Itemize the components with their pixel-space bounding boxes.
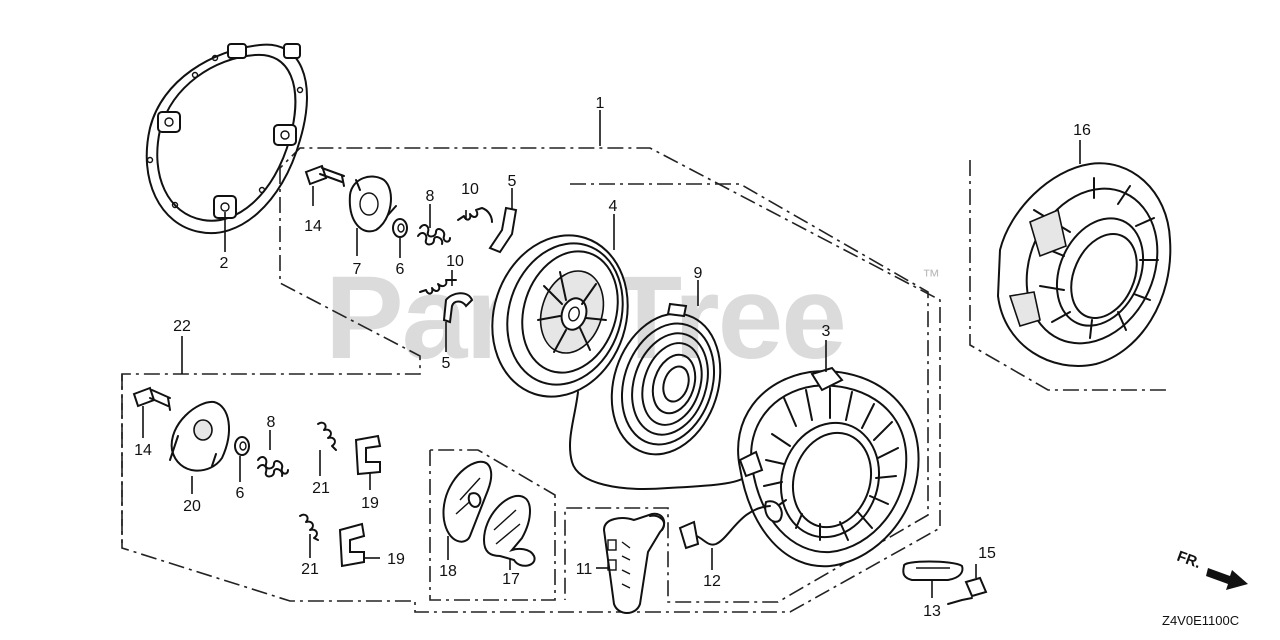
callout-20: 20	[183, 498, 201, 515]
callout-5-upper: 5	[508, 173, 517, 190]
part-6-washer-lower	[234, 436, 250, 456]
callout-3: 3	[822, 323, 831, 340]
part-3-starter-case	[737, 366, 920, 568]
callout-21-upper: 21	[312, 480, 330, 497]
front-direction-label: FR.	[1175, 548, 1204, 572]
callout-6-upper: 6	[396, 261, 405, 278]
callout-19-upper: 19	[361, 495, 379, 512]
part-10-spring-lower	[419, 279, 457, 295]
part-21-spring-upper	[317, 421, 337, 451]
part-6-washer-upper	[392, 218, 408, 238]
callout-19-lower: 19	[387, 551, 405, 568]
part-2-gasket-ring	[145, 43, 308, 235]
part-13-clip	[902, 560, 964, 581]
kit-18-17-outline	[429, 449, 556, 601]
callout-21-lower: 21	[301, 561, 319, 578]
callout-numbers: 1 2 3 4 5 5 6 6 7 8 8 9 10 10 11 12 13 1…	[134, 95, 1091, 620]
part-8-spring-lower	[257, 456, 289, 478]
part-9-spiral-spring	[610, 302, 722, 456]
callout-22: 22	[173, 318, 191, 335]
part-5-clip-lower	[442, 292, 474, 324]
part-7-ratchet-upper	[348, 175, 397, 233]
callout-10-lower: 10	[446, 253, 464, 270]
part-8-spring-upper	[417, 224, 451, 246]
callout-17: 17	[502, 571, 520, 588]
part-18-pawl	[442, 460, 493, 543]
callout-7: 7	[353, 261, 362, 278]
callout-9: 9	[694, 265, 703, 282]
part-14-bolt-upper	[304, 164, 345, 187]
callout-1: 1	[596, 95, 605, 112]
callout-8-upper: 8	[426, 188, 435, 205]
callout-14-lower: 14	[134, 442, 152, 459]
callout-15: 15	[978, 545, 996, 562]
callout-2: 2	[220, 255, 229, 272]
part-17-pawl	[482, 494, 536, 567]
part-21-spring-lower	[299, 513, 319, 541]
front-direction-indicator: FR.	[1175, 548, 1248, 590]
callout-12: 12	[703, 573, 721, 590]
part-14-bolt-lower	[132, 386, 171, 411]
watermark-trademark: ™	[922, 266, 940, 286]
inner-set-outline	[564, 183, 929, 603]
starter-rope	[568, 391, 747, 490]
assembly-1-outline	[121, 147, 941, 613]
part-15-flange-bolt	[947, 576, 988, 605]
front-arrow-icon	[1206, 568, 1248, 590]
part-19-clip-upper	[354, 434, 382, 476]
leader-lines	[142, 110, 1081, 598]
callout-13: 13	[923, 603, 941, 620]
callout-16: 16	[1073, 122, 1091, 139]
part-4-reel-pulley	[491, 234, 629, 398]
group-outlines	[121, 147, 1170, 613]
rope-to-handle	[689, 505, 771, 546]
part-16-outline	[969, 160, 1170, 391]
callout-11: 11	[576, 561, 593, 578]
callout-14-upper: 14	[304, 218, 322, 235]
callout-4: 4	[609, 198, 618, 215]
callout-8-lower: 8	[267, 414, 276, 431]
part-20-ratchet	[169, 400, 230, 472]
part-16-pulley-cover	[996, 162, 1172, 367]
callout-18: 18	[439, 563, 457, 580]
part-19-clip-lower	[338, 522, 366, 568]
diagram-code: Z4V0E1100C	[1162, 613, 1239, 628]
part-12-rope-knot	[678, 520, 700, 550]
callout-6-lower: 6	[236, 485, 245, 502]
part-5-clip-upper	[488, 206, 518, 254]
callout-5-lower: 5	[442, 355, 451, 372]
part-10-spring-upper	[457, 207, 493, 223]
part-11-starter-grip	[602, 512, 666, 614]
callout-10-upper: 10	[461, 181, 479, 198]
